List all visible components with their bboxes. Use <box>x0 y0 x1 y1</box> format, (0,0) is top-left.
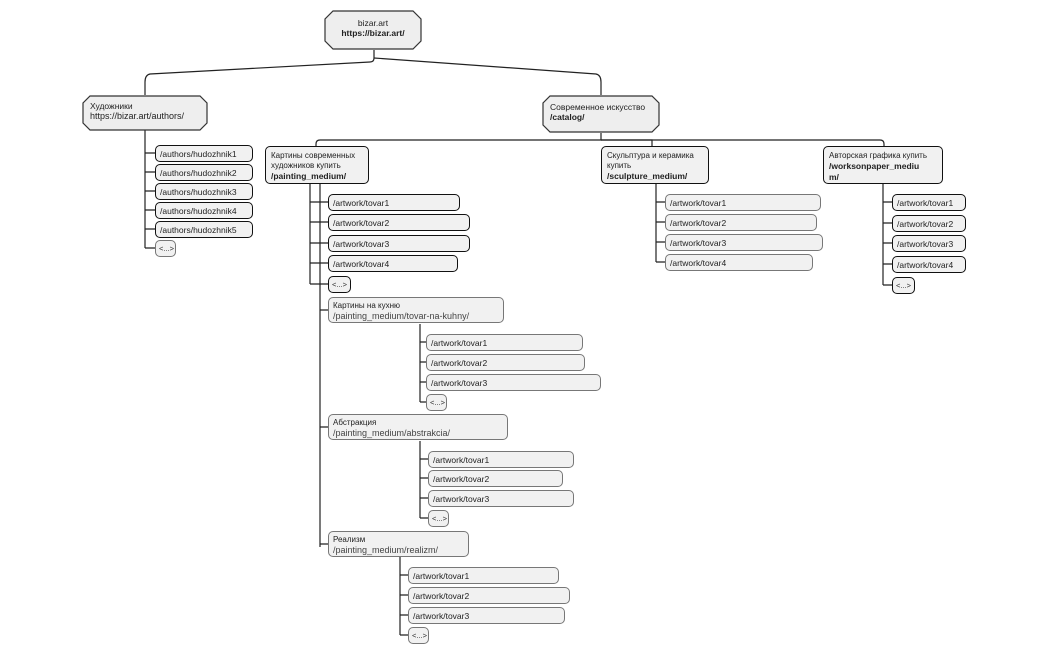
sculpture-item-2[interactable]: /artwork/tovar2 <box>665 214 817 231</box>
sculpture-title: Скульптура и керамика купить <box>607 151 694 170</box>
abstraction-item-1[interactable]: /artwork/tovar1 <box>428 451 574 468</box>
graphics-more[interactable]: <...> <box>892 277 915 294</box>
subsection-realism-title: Реализм <box>333 535 366 544</box>
painting-url: /painting_medium/ <box>271 171 347 181</box>
realism-more[interactable]: <...> <box>408 627 429 644</box>
authors-title: Художники <box>90 101 133 111</box>
catalog-title: Современное искусство <box>550 102 646 112</box>
catalog-url: /catalog/ <box>550 112 585 122</box>
graphics-title: Авторская графика купить <box>829 151 927 160</box>
painting-item-4[interactable]: /artwork/tovar4 <box>328 255 458 272</box>
authors-item-5[interactable]: /authors/hudozhnik5 <box>155 221 253 238</box>
authors-item-2[interactable]: /authors/hudozhnik2 <box>155 164 253 181</box>
catalog-node[interactable]: Современное искусство /catalog/ <box>542 95 660 133</box>
kitchen-item-2[interactable]: /artwork/tovar2 <box>426 354 585 371</box>
painting-item-2[interactable]: /artwork/tovar2 <box>328 214 470 231</box>
authors-url: https://bizar.art/authors/ <box>90 111 185 121</box>
authors-node[interactable]: Художники https://bizar.art/authors/ <box>82 95 208 131</box>
subsection-kitchen-url: /painting_medium/tovar-na-kuhny/ <box>333 311 470 321</box>
graphics-item-2[interactable]: /artwork/tovar2 <box>892 215 966 232</box>
kitchen-more[interactable]: <...> <box>426 394 447 411</box>
sculpture-item-1[interactable]: /artwork/tovar1 <box>665 194 821 211</box>
hexagon-shape <box>542 95 660 133</box>
authors-item-3[interactable]: /authors/hudozhnik3 <box>155 183 253 200</box>
hexagon-shape <box>82 95 208 131</box>
painting-item-3[interactable]: /artwork/tovar3 <box>328 235 470 252</box>
root-url: https://bizar.art/ <box>341 28 405 38</box>
abstraction-item-3[interactable]: /artwork/tovar3 <box>428 490 574 507</box>
kitchen-item-1[interactable]: /artwork/tovar1 <box>426 334 583 351</box>
realism-item-3[interactable]: /artwork/tovar3 <box>408 607 565 624</box>
realism-item-1[interactable]: /artwork/tovar1 <box>408 567 559 584</box>
subsection-abstraction-url: /painting_medium/abstrakcia/ <box>333 428 451 438</box>
sculpture-section[interactable]: Скульптура и керамика купить /sculpture_… <box>601 146 709 184</box>
subsection-realism-url: /painting_medium/realizm/ <box>333 545 439 555</box>
subsection-realism[interactable]: Реализм /painting_medium/realizm/ <box>328 531 469 557</box>
subsection-abstraction-title: Абстракция <box>333 418 377 427</box>
painting-section[interactable]: Картины современных художников купить /p… <box>265 146 369 184</box>
subsection-kitchen[interactable]: Картины на кухню /painting_medium/tovar-… <box>328 297 504 323</box>
abstraction-more[interactable]: <...> <box>428 510 449 527</box>
hexagon-shape <box>324 10 422 50</box>
realism-item-2[interactable]: /artwork/tovar2 <box>408 587 570 604</box>
graphics-url-cont: m/ <box>829 172 839 182</box>
sculpture-item-3[interactable]: /artwork/tovar3 <box>665 234 823 251</box>
sculpture-item-4[interactable]: /artwork/tovar4 <box>665 254 813 271</box>
graphics-item-3[interactable]: /artwork/tovar3 <box>892 235 966 252</box>
kitchen-item-3[interactable]: /artwork/tovar3 <box>426 374 601 391</box>
root-name: bizar.art <box>357 18 389 28</box>
subsection-abstraction[interactable]: Абстракция /painting_medium/abstrakcia/ <box>328 414 508 440</box>
abstraction-item-2[interactable]: /artwork/tovar2 <box>428 470 563 487</box>
subsection-kitchen-title: Картины на кухню <box>333 301 401 310</box>
sculpture-url: /sculpture_medium/ <box>607 171 688 181</box>
graphics-url: /worksonpaper_mediu <box>829 161 920 171</box>
graphics-section[interactable]: Авторская графика купить /worksonpaper_m… <box>823 146 943 184</box>
graphics-item-4[interactable]: /artwork/tovar4 <box>892 256 966 273</box>
root-node[interactable]: bizar.art https://bizar.art/ <box>324 10 422 50</box>
painting-title: Картины современных художников купить <box>271 151 356 170</box>
authors-more[interactable]: <...> <box>155 240 176 257</box>
authors-item-1[interactable]: /authors/hudozhnik1 <box>155 145 253 162</box>
graphics-item-1[interactable]: /artwork/tovar1 <box>892 194 966 211</box>
painting-more[interactable]: <...> <box>328 276 351 293</box>
painting-item-1[interactable]: /artwork/tovar1 <box>328 194 460 211</box>
authors-item-4[interactable]: /authors/hudozhnik4 <box>155 202 253 219</box>
